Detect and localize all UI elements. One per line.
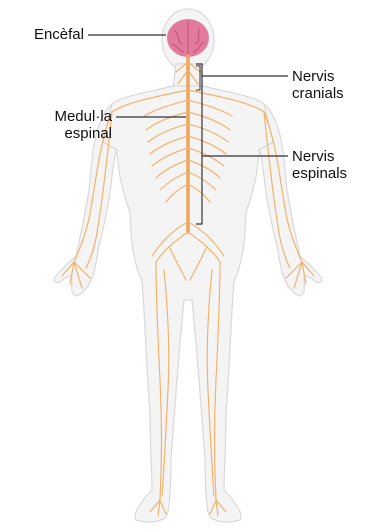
brain-illustration (167, 19, 209, 57)
label-spinal-cord: Medul·la espinal (4, 108, 112, 142)
label-cranial-nerves-line1: Nervis (292, 68, 364, 85)
label-spinal-nerves: Nervis espinals (292, 148, 364, 182)
label-spinal-nerves-line1: Nervis (292, 148, 364, 165)
label-spinal-cord-line2: espinal (4, 125, 112, 142)
label-cranial-nerves-line2: cranials (292, 85, 364, 102)
label-cranial-nerves: Nervis cranials (292, 68, 364, 102)
label-brain: Encèfal (4, 26, 84, 43)
label-spinal-cord-line1: Medul·la (4, 108, 112, 125)
label-spinal-nerves-line2: espinals (292, 165, 364, 182)
